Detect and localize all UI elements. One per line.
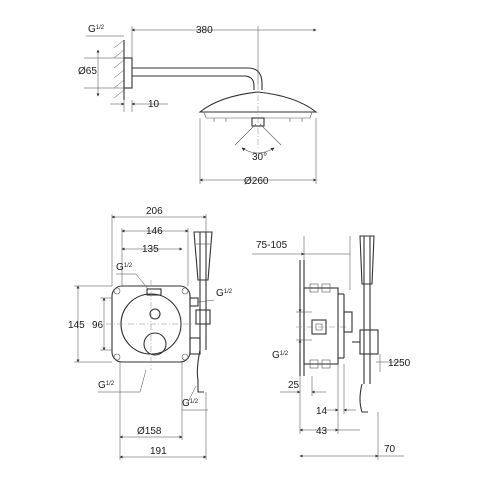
head-shower-view: 380 Ø65 G1/2 10 30° Ø260 bbox=[78, 24, 318, 187]
dim-depth-43: 43 bbox=[316, 426, 328, 437]
thread-label-front-right: G1/2 bbox=[216, 288, 233, 299]
front-view: 206 146 135 G1/2 G1/2 145 96 G1/2 G1/2 Ø bbox=[68, 206, 233, 460]
dim-box-width-inner: 146 bbox=[146, 226, 163, 237]
shower-arm bbox=[132, 67, 263, 90]
wall-flange bbox=[123, 57, 133, 89]
hand-shower-side bbox=[352, 235, 379, 413]
shower-head bbox=[198, 84, 318, 154]
rosette-plate bbox=[146, 288, 162, 296]
side-view: 75-105 G1/2 1250 25 14 43 70 bbox=[252, 235, 411, 460]
dim-depth-25: 25 bbox=[288, 380, 300, 391]
thread-label-front-top: G1/2 bbox=[116, 262, 133, 273]
hand-shower bbox=[193, 231, 213, 393]
thread-label-top: G1/2 bbox=[88, 24, 105, 35]
thread-label-front-bottom-right: G1/2 bbox=[182, 398, 199, 409]
dim-box-height-inner: 96 bbox=[92, 320, 104, 331]
control-knob-top bbox=[149, 308, 161, 320]
dim-head-diameter: Ø260 bbox=[244, 176, 269, 187]
dim-flange-diameter: Ø65 bbox=[78, 66, 97, 77]
dim-arm-length: 380 bbox=[196, 25, 213, 36]
angle-label: 30° bbox=[252, 152, 267, 163]
dim-box-height-outer: 145 bbox=[68, 320, 85, 331]
thread-label-front-bottom-left: G1/2 bbox=[98, 380, 115, 391]
dim-depth-70: 70 bbox=[384, 444, 396, 455]
dim-box-width-outer: 206 bbox=[146, 206, 163, 217]
dim-depth-range: 75-105 bbox=[256, 240, 288, 251]
dim-flange-offset: 10 bbox=[148, 99, 160, 110]
dim-plate-width: 191 bbox=[150, 446, 167, 457]
wall-hatch-top bbox=[113, 39, 125, 100]
dim-rosette-diameter: Ø158 bbox=[137, 426, 162, 437]
thread-label-side: G1/2 bbox=[272, 350, 289, 361]
dim-box-width-center: 135 bbox=[142, 244, 159, 255]
side-box bbox=[303, 287, 339, 365]
dim-hose-length: 1250 bbox=[388, 358, 411, 369]
control-knob-bottom bbox=[143, 332, 167, 356]
dim-depth-14: 14 bbox=[316, 406, 328, 417]
